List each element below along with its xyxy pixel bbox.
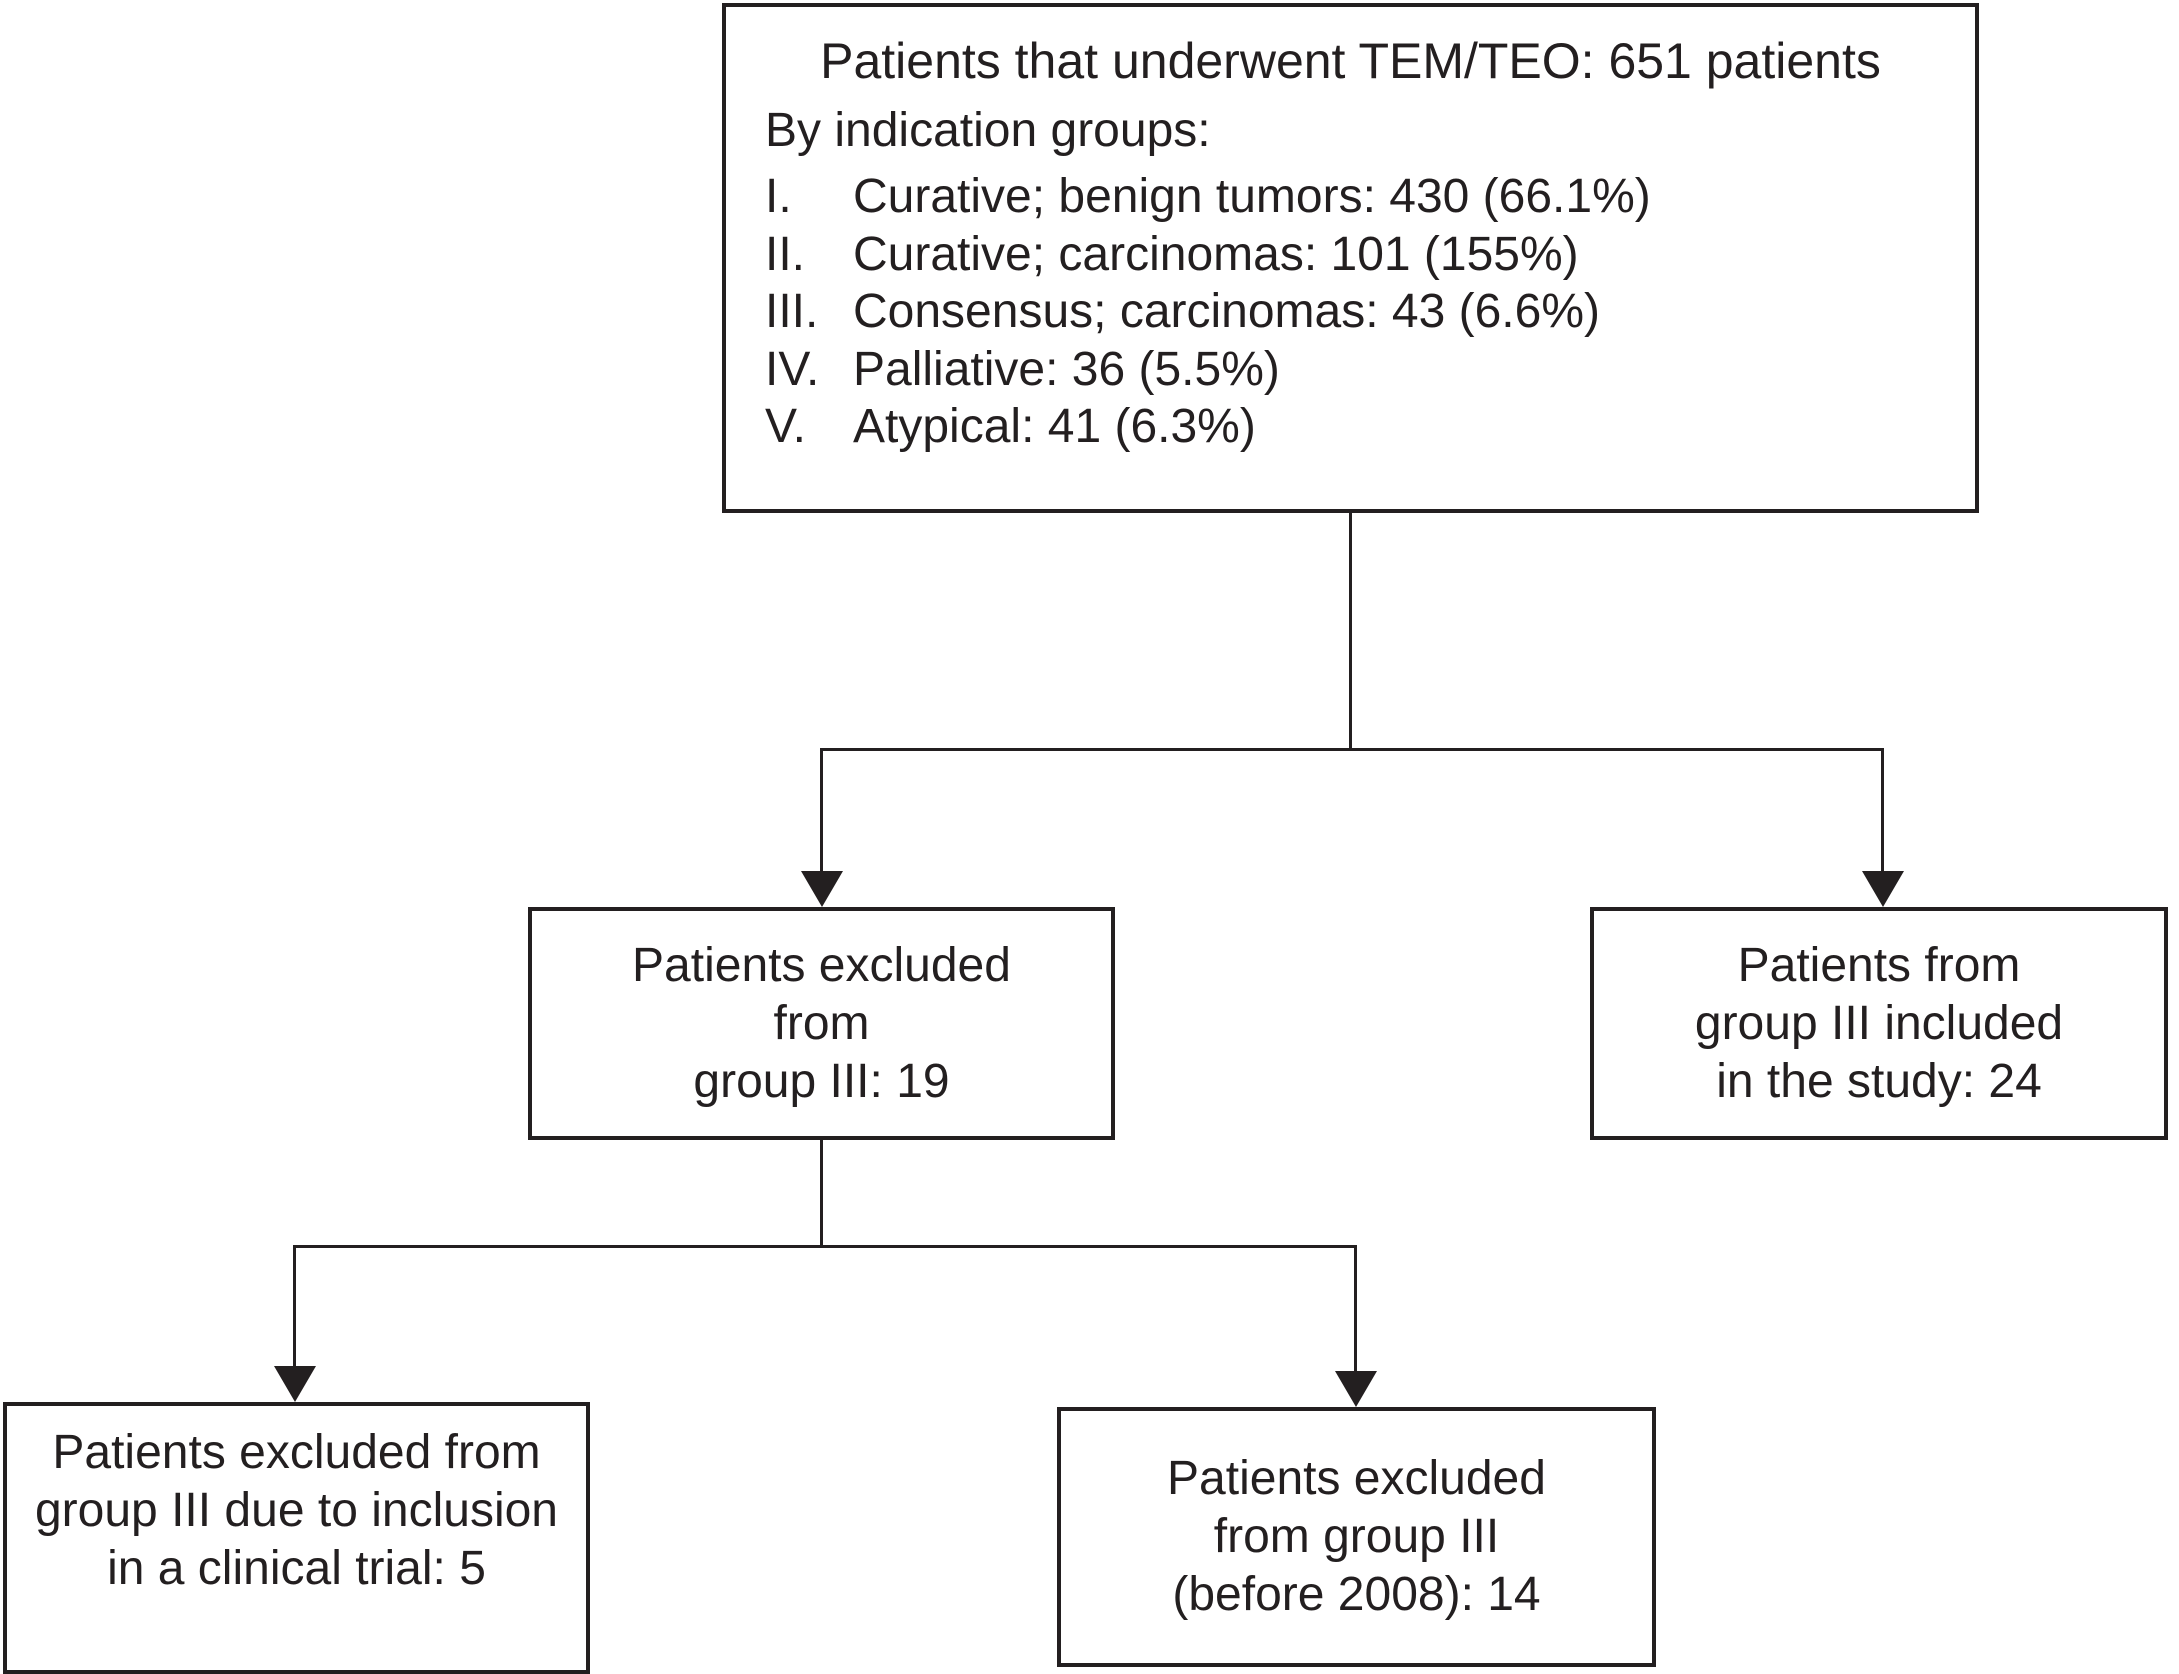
indication-item-4: IV. Palliative: 36 (5.5%) [765, 341, 1936, 399]
indication-item-1: I. Curative; benign tumors: 430 (66.1%) [765, 168, 1936, 226]
before-2008-line-1: Patients excluded [1167, 1452, 1546, 1505]
indication-list: I. Curative; benign tumors: 430 (66.1%) … [765, 168, 1936, 456]
excluded-line-1: Patients excluded [632, 938, 1011, 992]
clinical-trial-line-1: Patients excluded from [52, 1426, 541, 1479]
connector-top-horizontal [820, 748, 1884, 751]
node-excluded-group-iii: Patients excluded from group III: 19 [528, 907, 1115, 1140]
arrowhead-to-included-box [1862, 871, 1904, 907]
indication-numeral-2: II. [765, 227, 806, 281]
node-excluded-before-2008: Patients excluded from group III (before… [1057, 1407, 1656, 1667]
connector-mid-left-branch [293, 1245, 296, 1373]
indication-item-2: II. Curative; carcinomas: 101 (155%) [765, 226, 1936, 284]
indication-item-3: III. Consensus; carcinomas: 43 (6.6%) [765, 283, 1936, 341]
connector-top-left-branch [820, 748, 823, 878]
connector-top-stem [1349, 510, 1352, 750]
indication-numeral-5: V. [765, 400, 806, 453]
excluded-line-3: group III: 19 [693, 1054, 950, 1108]
included-line-2: group III included [1694, 996, 2064, 1050]
top-box-subtitle: By indication groups: [765, 104, 1211, 157]
top-box-title: Patients that underwent TEM/TEO: 651 pat… [820, 33, 1881, 89]
clinical-trial-line-2: group III due to inclusion [34, 1484, 558, 1537]
indication-text-1: Curative; benign tumors: 430 (66.1%) [853, 170, 1651, 223]
indication-numeral-4: IV. [765, 342, 820, 396]
connector-mid-stem [820, 1138, 823, 1248]
indication-text-3: Consensus; carcinomas: 43 (6.6%) [853, 285, 1600, 338]
arrowhead-to-excluded-box [801, 871, 843, 907]
before-2008-line-2: from group III [1213, 1510, 1500, 1563]
included-line-3: in the study: 24 [1716, 1054, 2042, 1108]
node-excluded-clinical-trial: Patients excluded from group III due to … [3, 1402, 590, 1674]
connector-mid-right-branch [1354, 1245, 1357, 1378]
indication-text-2: Curative; carcinomas: 101 (155%) [853, 227, 1579, 281]
indication-item-5: V. Atypical: 41 (6.3%) [765, 398, 1936, 456]
indication-text-4: Palliative: 36 (5.5%) [853, 342, 1280, 396]
clinical-trial-line-3: in a clinical trial: 5 [107, 1542, 486, 1595]
connector-top-right-branch [1881, 748, 1884, 878]
indication-text-5: Atypical: 41 (6.3%) [853, 400, 1256, 453]
node-underwent-tem-teo: Patients that underwent TEM/TEO: 651 pat… [722, 3, 1979, 513]
before-2008-line-3: (before 2008): 14 [1172, 1568, 1541, 1621]
connector-mid-horizontal [293, 1245, 1357, 1248]
arrowhead-to-before-2008-box [1335, 1371, 1377, 1407]
indication-numeral-1: I. [765, 170, 792, 223]
included-line-1: Patients from [1737, 938, 2021, 992]
excluded-line-2: from [773, 996, 870, 1050]
arrowhead-to-clinical-trial-box [274, 1366, 316, 1402]
node-included-in-study: Patients from group III included in the … [1590, 907, 2168, 1140]
indication-numeral-3: III. [765, 285, 819, 338]
